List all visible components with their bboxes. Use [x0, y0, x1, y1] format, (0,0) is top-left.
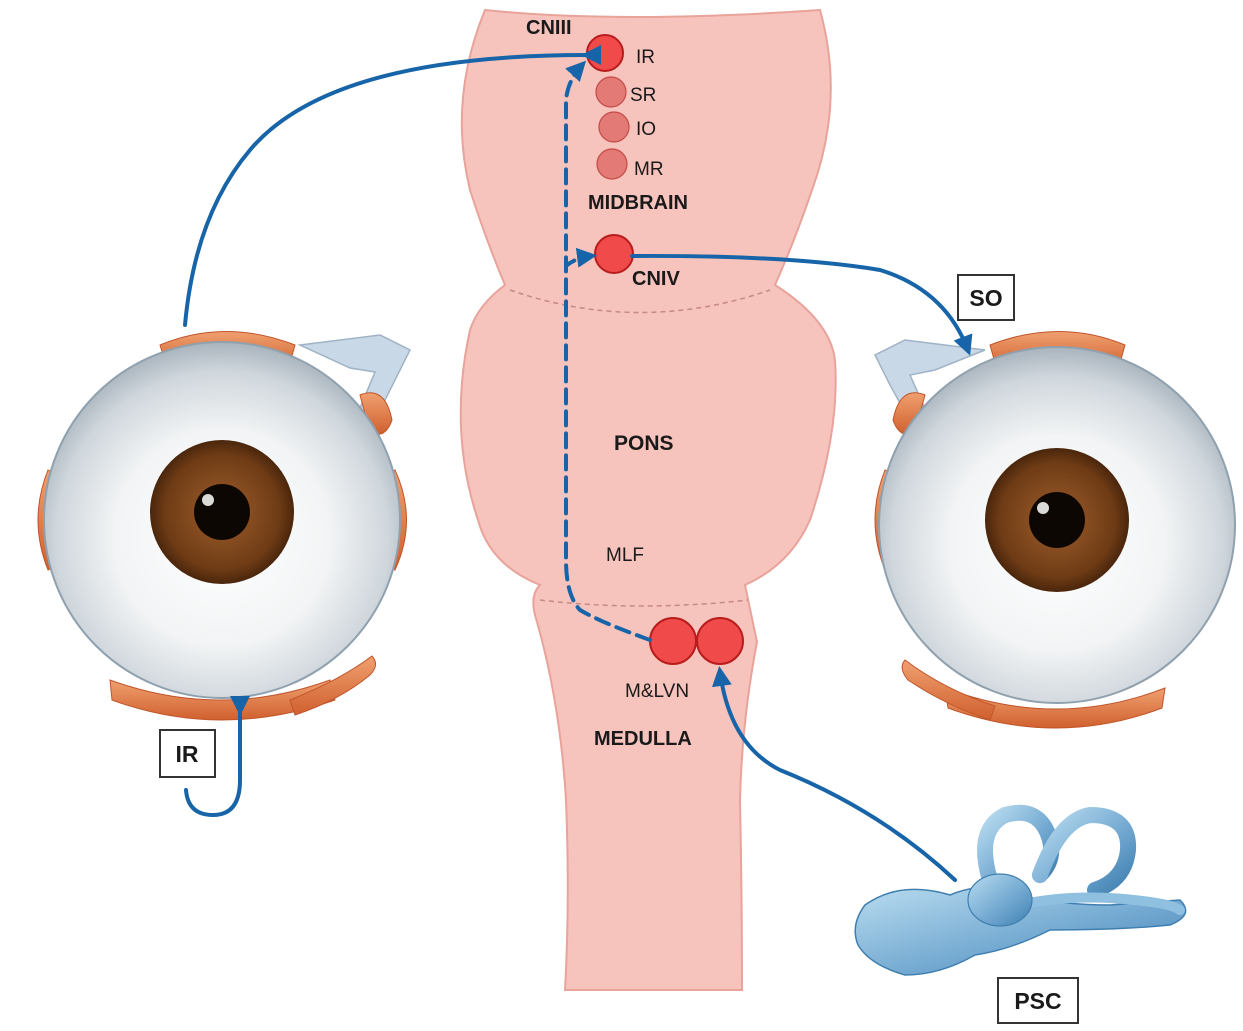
- so-box-label: SO: [969, 285, 1002, 311]
- psc-afferent-pathway: [720, 672, 955, 880]
- mr-nucleus-label: MR: [634, 159, 664, 180]
- sr-nucleus-label: SR: [630, 85, 656, 106]
- left-pupil: [194, 484, 250, 540]
- mlvn-label: M&LVN: [625, 681, 689, 702]
- right-pupil: [1029, 492, 1085, 548]
- medulla-label: MEDULLA: [594, 728, 692, 750]
- left-eye: [38, 332, 410, 721]
- pons-label: PONS: [614, 432, 674, 455]
- utricle: [968, 874, 1032, 926]
- cniv-nucleus: [595, 235, 633, 273]
- brainstem: [461, 10, 836, 990]
- ir-nucleus: [587, 35, 623, 71]
- ir-nucleus-label: IR: [636, 47, 655, 68]
- io-nucleus: [599, 112, 629, 142]
- io-nucleus-label: IO: [636, 119, 656, 140]
- psc-box-label: PSC: [1014, 988, 1061, 1014]
- mr-nucleus: [597, 149, 627, 179]
- cniv-label: CNIV: [632, 268, 680, 290]
- brainstem-outline: [461, 10, 836, 990]
- left-eye-highlight: [202, 494, 214, 506]
- mlf-label: MLF: [606, 545, 644, 566]
- vestibular-nucleus-lateral: [697, 618, 743, 664]
- midbrain-label: MIDBRAIN: [588, 192, 688, 214]
- right-eye: [875, 332, 1235, 729]
- vestibular-nucleus-medial: [650, 618, 696, 664]
- ir-box-label: IR: [176, 741, 199, 767]
- right-eye-highlight: [1037, 502, 1049, 514]
- cniii-label: CNIII: [526, 17, 572, 39]
- sr-nucleus: [596, 77, 626, 107]
